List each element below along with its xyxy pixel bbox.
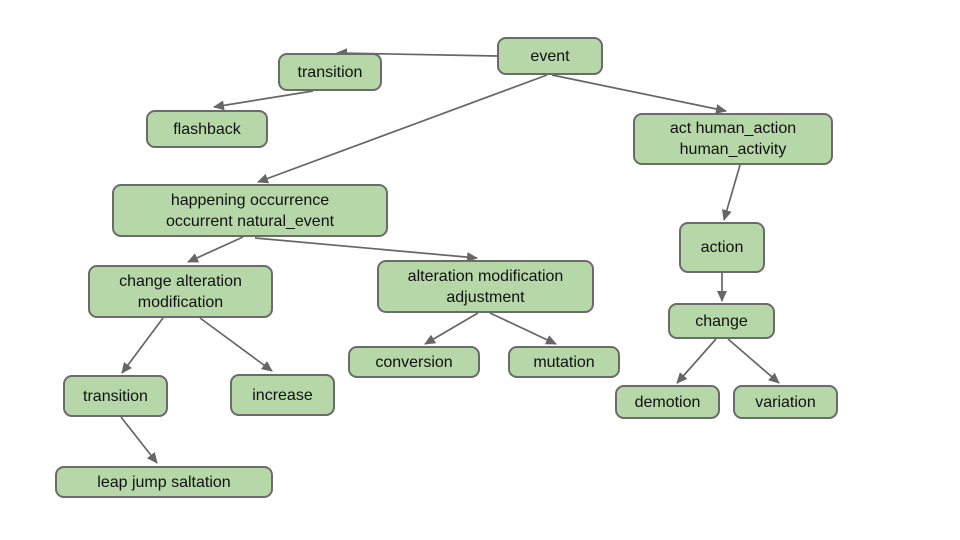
node-label: change alteration modification — [119, 272, 242, 311]
edge-change-alteration-modification-to-transition-bottom — [121, 317, 164, 374]
node-label: transition — [297, 63, 363, 81]
node-label: change — [695, 312, 748, 330]
node-label: conversion — [375, 353, 453, 371]
node-label: transition — [83, 387, 148, 405]
node-label: mutation — [533, 353, 595, 371]
node-label: leap jump saltation — [97, 473, 231, 491]
node-label: variation — [755, 393, 816, 411]
node-label: flashback — [173, 120, 241, 138]
node-label: demotion — [634, 393, 701, 411]
node-act-human-action[interactable]: act human_action human_activity — [633, 113, 833, 165]
node-transition-bottom[interactable]: transition — [63, 375, 168, 417]
node-transition-top[interactable]: transition — [278, 53, 382, 91]
node-conversion[interactable]: conversion — [348, 346, 480, 378]
edge-change-to-variation — [727, 338, 780, 384]
edge-change-to-demotion — [676, 338, 717, 384]
edge-event-to-happening — [257, 74, 548, 184]
node-label: action — [700, 239, 744, 256]
edge-happening-to-change-alteration-modification — [187, 236, 244, 263]
node-label: happening occurrence occurrent natural_e… — [165, 191, 335, 230]
edge-transition-bottom-to-leap-jump-saltation — [120, 416, 158, 464]
node-event[interactable]: event — [497, 37, 603, 75]
node-label: increase — [252, 386, 313, 404]
node-demotion[interactable]: demotion — [615, 385, 720, 419]
edge-act-human-action-to-action — [721, 164, 741, 221]
node-label: event — [530, 47, 570, 65]
edge-transition-top-to-flashback — [213, 90, 314, 111]
node-variation[interactable]: variation — [733, 385, 838, 419]
edge-event-to-act-human-action — [551, 74, 727, 114]
node-alteration-modification-adjustment[interactable]: alteration modification adjustment — [377, 260, 594, 313]
node-flashback[interactable]: flashback — [146, 110, 268, 148]
node-increase[interactable]: increase — [230, 374, 335, 416]
node-happening[interactable]: happening occurrence occurrent natural_e… — [112, 184, 388, 237]
edge-alteration-modification-adjustment-to-conversion — [424, 312, 479, 345]
node-action[interactable]: action — [679, 222, 765, 273]
node-change-alteration-modification[interactable]: change alteration modification — [88, 265, 273, 318]
edge-change-alteration-modification-to-increase — [199, 317, 273, 372]
edge-alteration-modification-adjustment-to-mutation — [489, 312, 557, 345]
node-change[interactable]: change — [668, 303, 775, 339]
edge-happening-to-alteration-modification-adjustment — [254, 237, 478, 263]
node-label: alteration modification adjustment — [407, 267, 564, 306]
node-leap-jump-saltation[interactable]: leap jump saltation — [55, 466, 273, 498]
node-label: act human_action human_activity — [669, 120, 797, 158]
node-mutation[interactable]: mutation — [508, 346, 620, 378]
